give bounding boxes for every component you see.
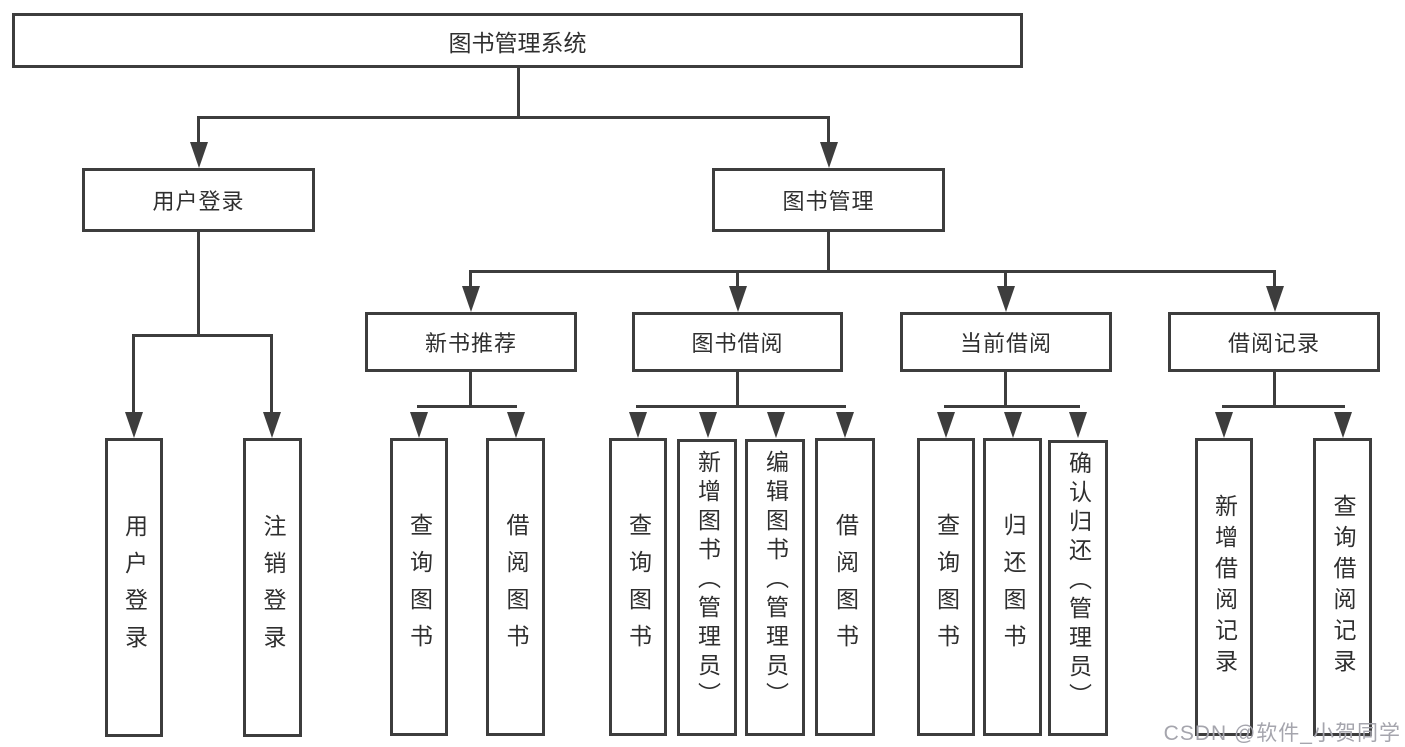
connector-root-rail [197, 116, 830, 119]
connector-user-login-rail [132, 334, 273, 337]
leaf-user-login: 用户登录 [105, 438, 163, 737]
connector-drop-new-book [469, 270, 472, 288]
node-current-borrowing: 当前借阅 [900, 312, 1112, 372]
connector-user-login-stem [197, 232, 200, 337]
connector-drop-current-borrow [1004, 270, 1007, 288]
leaf-label: 归还图书 [1000, 513, 1026, 661]
leaf-label: 新增图书（管理员） [694, 450, 721, 711]
connector-recommend-stem [469, 372, 472, 408]
leaf-add-borrow-record: 新增借阅记录 [1195, 438, 1253, 736]
leaf-logout: 注销登录 [243, 438, 302, 737]
connector-current-rail [944, 405, 1080, 408]
node-label: 图书管理系统 [448, 29, 587, 56]
leaf-label: 查询图书 [933, 513, 960, 661]
connector-borrowing-stem [736, 372, 739, 408]
node-label: 新书推荐 [424, 331, 517, 356]
leaf-query-books-current: 查询图书 [917, 438, 975, 736]
node-label: 用户登录 [152, 189, 245, 214]
node-book-borrowing: 图书借阅 [632, 312, 843, 372]
leaf-label: 新增借阅记录 [1211, 494, 1238, 680]
node-label: 借阅记录 [1227, 331, 1320, 356]
connector-drop-book-borrow [736, 270, 739, 288]
connector-root-stem [517, 68, 520, 118]
connector-current-stem [1004, 372, 1007, 408]
arrow-down-icon [190, 142, 208, 168]
arrow-down-icon [1334, 412, 1352, 438]
leaf-label: 编辑图书（管理员） [762, 450, 789, 711]
arrow-down-icon [125, 412, 143, 438]
node-library-management-system: 图书管理系统 [12, 13, 1023, 68]
node-borrowing-records: 借阅记录 [1168, 312, 1380, 372]
arrow-down-icon [1004, 412, 1022, 438]
node-book-management: 图书管理 [712, 168, 945, 232]
leaf-label: 注销登录 [260, 513, 286, 662]
leaf-label: 借阅图书 [832, 513, 859, 661]
arrow-down-icon [836, 412, 854, 438]
arrow-down-icon [263, 412, 281, 438]
leaf-label: 用户登录 [121, 513, 148, 662]
arrow-down-icon [699, 412, 717, 438]
leaf-return-books: 归还图书 [983, 438, 1042, 736]
arrow-down-icon [410, 412, 428, 438]
arrow-down-icon [462, 286, 480, 312]
leaf-query-books-borrow: 查询图书 [609, 438, 667, 736]
leaf-query-books-recommend: 查询图书 [390, 438, 448, 736]
connector-records-rail [1222, 405, 1345, 408]
node-label: 图书借阅 [691, 331, 784, 356]
csdn-watermark: CSDN @软件_小贺同学 [1163, 722, 1401, 745]
leaf-label: 查询借阅记录 [1330, 494, 1356, 680]
arrow-down-icon [820, 142, 838, 168]
leaf-edit-books-admin: 编辑图书（管理员） [745, 439, 805, 736]
leaf-label: 确认归还（管理员） [1065, 451, 1092, 712]
connector-drop-book-management [827, 116, 830, 144]
connector-drop-user-login [197, 116, 200, 144]
arrow-down-icon [1069, 412, 1087, 438]
node-new-book-recommendation: 新书推荐 [365, 312, 577, 372]
arrow-down-icon [729, 286, 747, 312]
leaf-query-borrow-record: 查询借阅记录 [1313, 438, 1372, 736]
arrow-down-icon [997, 286, 1015, 312]
arrow-down-icon [1215, 412, 1233, 438]
connector-drop-leaf-logout [270, 334, 273, 414]
connector-book-mgmt-rail [469, 270, 1275, 273]
arrow-down-icon [1266, 286, 1284, 312]
connector-drop-leaf-login [132, 334, 135, 414]
connector-recommend-rail [417, 405, 517, 408]
leaf-borrow-books: 借阅图书 [815, 438, 875, 736]
node-user-login: 用户登录 [82, 168, 315, 232]
leaf-add-books-admin: 新增图书（管理员） [677, 439, 737, 736]
leaf-borrow-books-recommend: 借阅图书 [486, 438, 545, 736]
arrow-down-icon [507, 412, 525, 438]
leaf-label: 借阅图书 [503, 513, 529, 661]
node-label: 图书管理 [782, 189, 875, 214]
connector-borrowing-rail [636, 405, 846, 408]
connector-records-stem [1273, 372, 1276, 408]
connector-book-mgmt-stem [827, 232, 830, 273]
arrow-down-icon [629, 412, 647, 438]
node-label: 当前借阅 [959, 331, 1052, 356]
connector-drop-borrow-records [1273, 270, 1276, 288]
leaf-label: 查询图书 [406, 513, 433, 661]
arrow-down-icon [937, 412, 955, 438]
leaf-label: 查询图书 [625, 513, 652, 661]
arrow-down-icon [767, 412, 785, 438]
leaf-confirm-return-admin: 确认归还（管理员） [1048, 440, 1108, 736]
